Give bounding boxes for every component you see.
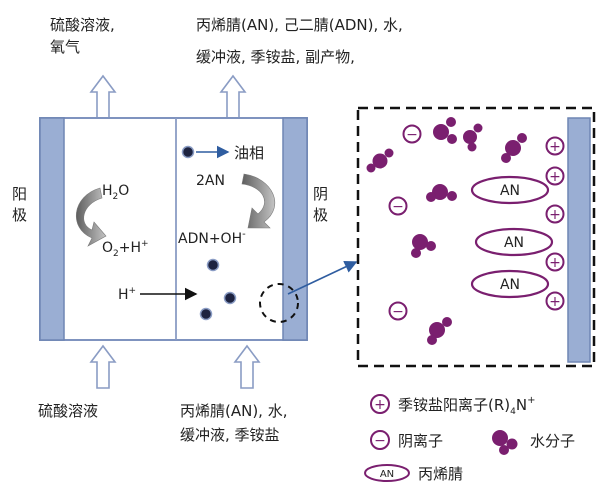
- anion-group: − − −: [388, 124, 422, 321]
- an-molecule-label: AN: [504, 235, 524, 251]
- bottom-right-label-line1: 丙烯腈(AN), 水,: [180, 402, 288, 420]
- cation-symbol: [545, 252, 565, 272]
- cation-plus: +: [549, 169, 561, 185]
- legend-an-symbol-label: AN: [380, 469, 394, 480]
- bottom-left-label: 硫酸溶液: [38, 402, 98, 420]
- legend-water-symbol: [492, 430, 518, 455]
- anion-symbol: [388, 301, 408, 321]
- outflow-arrow-left: [89, 74, 117, 121]
- anion-symbol: [388, 196, 408, 216]
- legend-cation-plus: +: [374, 397, 386, 413]
- legend-an-label: 丙烯腈: [418, 465, 463, 483]
- zoom-pointer-arrow: [287, 260, 358, 295]
- cation-column: + + + + +: [545, 136, 565, 311]
- cation-plus: +: [549, 255, 561, 271]
- legend-cation-label: 季铵盐阳离子(R)4N+: [398, 395, 536, 417]
- cation-symbol: [545, 166, 565, 186]
- oil-phase-label: 油相: [234, 144, 264, 162]
- top-left-label-line1: 硫酸溶液,: [50, 16, 115, 34]
- anode-electrode: [39, 117, 65, 341]
- oil-phase-dot: [181, 145, 195, 159]
- an-molecule-label: AN: [500, 183, 520, 199]
- cation-plus: +: [549, 139, 561, 155]
- bottom-right-label-line2: 缓冲液, 季铵盐: [180, 426, 280, 444]
- water-molecule: [366, 148, 394, 173]
- legend-anion-label: 阴离子: [398, 432, 443, 450]
- top-right-label-line1: 丙烯腈(AN), 己二腈(ADN), 水,: [196, 16, 403, 34]
- cathode-label-char2: 极: [313, 206, 328, 224]
- inflow-arrow-right: [233, 344, 261, 389]
- hplus-label: H+: [118, 286, 136, 303]
- inflow-arrow-left: [89, 344, 117, 389]
- droplet-dot: [199, 307, 213, 321]
- legend-cation-symbol: [370, 394, 390, 414]
- cation-symbol: [545, 291, 565, 311]
- cation-plus: +: [549, 207, 561, 223]
- outflow-arrow-right: [219, 74, 247, 121]
- droplet-dot: [223, 291, 237, 305]
- water-molecule: [427, 317, 452, 345]
- o2-hplus-formula: O2+H+: [102, 239, 149, 259]
- cation-symbol: [545, 136, 565, 156]
- legend-an-symbol: [364, 464, 410, 482]
- anion-minus: −: [392, 304, 404, 320]
- top-right-label-line2: 缓冲液, 季铵盐, 副产物,: [196, 48, 355, 66]
- an-molecule: [470, 175, 550, 205]
- an-molecule-group: AN AN AN: [470, 175, 554, 299]
- anion-minus: −: [406, 127, 418, 143]
- legend-water-label: 水分子: [530, 432, 575, 450]
- an-molecule: [474, 227, 554, 257]
- legend-anion-symbol: [370, 430, 390, 450]
- top-left-label-line2: 氧气: [50, 38, 80, 56]
- water-molecule: [411, 234, 436, 258]
- water-molecules: [366, 117, 527, 345]
- cathode-label-char1: 阴: [313, 185, 328, 203]
- anode-label-char1: 阳: [12, 185, 27, 203]
- zoom-circle: [259, 283, 299, 323]
- h2o-formula: H2O: [102, 183, 129, 202]
- adn-oh-formula: ADN+OH-: [178, 229, 246, 247]
- legend-anion-minus: −: [374, 433, 386, 449]
- zoom-electrode: [567, 117, 591, 363]
- anode-label-char2: 极: [12, 206, 27, 224]
- droplet-dot: [206, 258, 220, 272]
- water-molecule: [426, 184, 457, 202]
- two-an-formula: 2AN: [196, 173, 225, 189]
- water-molecule: [433, 117, 457, 144]
- an-molecule-label: AN: [500, 277, 520, 293]
- cation-plus: +: [549, 294, 561, 310]
- water-molecule: [463, 123, 483, 152]
- cation-symbol: [545, 204, 565, 224]
- legend: + 季铵盐阳离子(R)4N+ − 阴离子 水分子 AN 丙烯腈: [364, 394, 575, 483]
- an-molecule: [470, 269, 550, 299]
- cathode-electrode: [282, 117, 308, 341]
- anion-minus: −: [392, 199, 404, 215]
- water-molecule: [501, 133, 527, 163]
- anion-symbol: [402, 124, 422, 144]
